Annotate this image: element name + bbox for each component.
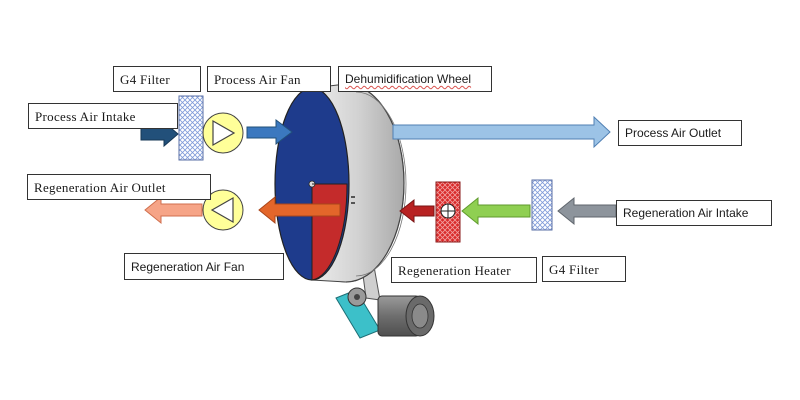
process-to-wheel-arrow <box>246 119 293 145</box>
g4-filter-label-top: G4 Filter <box>113 66 201 92</box>
regeneration-intake-arrow <box>557 196 617 226</box>
process-air-outlet-label: Process Air Outlet <box>618 120 742 146</box>
filtered-air-arrow <box>461 196 531 226</box>
mesh-filter-icon <box>531 179 553 231</box>
process-air-path <box>140 95 611 161</box>
process-air-fan-label: Process Air Fan <box>207 66 331 92</box>
mesh-filter-icon <box>178 95 204 161</box>
dehumidification-wheel-label: Dehumidification Wheel <box>338 66 492 92</box>
regeneration-outlet-arrow <box>144 195 203 225</box>
regeneration-air-intake-label: Regeneration Air Intake <box>616 200 772 226</box>
g4-filter-label-bottom: G4 Filter <box>542 256 626 282</box>
regeneration-air-outlet-label: Regeneration Air Outlet <box>27 174 211 200</box>
dehumidification-wheel <box>274 83 407 283</box>
process-air-intake-label: Process Air Intake <box>28 103 178 129</box>
drive-assembly <box>335 251 435 339</box>
regeneration-air-path <box>144 179 617 243</box>
regeneration-from-wheel-arrow <box>258 195 341 225</box>
regeneration-heater-label: Regeneration Heater <box>391 257 537 283</box>
regeneration-air-fan-label: Regeneration Air Fan <box>124 253 284 280</box>
heater-to-wheel-arrow <box>399 198 435 224</box>
process-outlet-arrow <box>392 115 611 149</box>
